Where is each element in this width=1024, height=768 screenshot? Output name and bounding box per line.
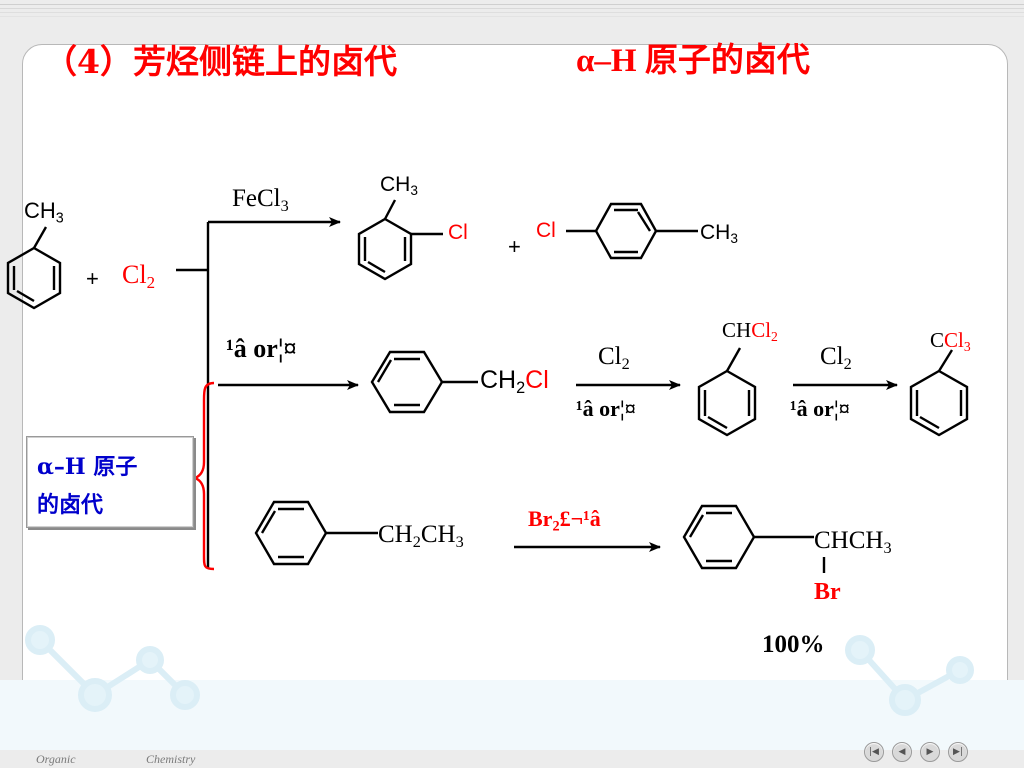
fecl3-reagent: FeCl3	[232, 185, 289, 215]
previous-slide-icon[interactable]: ◀	[892, 742, 912, 762]
alpha-callout-line2: 的卤代	[37, 492, 104, 518]
next-slide-icon[interactable]: ▶	[920, 742, 940, 762]
benzene-ring	[697, 347, 757, 437]
benzene-ring	[357, 199, 443, 281]
br2-light-reagent: Br2£¬¹â	[528, 506, 601, 535]
benzene-ring	[566, 202, 698, 260]
alpha-h-callout: α–H 原子 的卤代	[26, 436, 194, 528]
chcl2-label: CHCl2	[722, 318, 778, 345]
product2-ch3: CH3	[700, 221, 738, 247]
benzene-ring	[370, 350, 478, 414]
ch2cl-label: CH2Cl	[480, 366, 549, 397]
slide-subtitle: α–H 原子的卤代	[576, 43, 810, 79]
decorative-molecule-background	[0, 625, 1024, 750]
last-slide-icon[interactable]: ▶|	[948, 742, 968, 762]
header-stripe	[0, 16, 1024, 17]
cl2-label: Cl2	[122, 260, 156, 293]
cl2-reagent: Cl2	[598, 343, 630, 373]
header-stripe	[0, 4, 1024, 5]
benzene-ring	[6, 226, 62, 310]
header-stripe	[0, 12, 1024, 13]
light-or-heat-condition: ¹â or¦¤	[576, 396, 636, 421]
header-stripe	[0, 8, 1024, 9]
plus-sign: +	[86, 266, 99, 291]
alpha-callout-line1: α–H 原子	[37, 454, 138, 480]
ccl3-label: CCl3	[930, 328, 971, 355]
first-slide-icon[interactable]: |◀	[864, 742, 884, 762]
benzene-ring	[909, 349, 969, 437]
br-label: Br	[814, 579, 841, 605]
yield-label: 100%	[762, 631, 825, 658]
plus-sign: +	[508, 234, 521, 259]
ch3-label: CH3	[24, 198, 64, 227]
footer-chemistry: Chemistry	[146, 752, 196, 766]
product2-cl: Cl	[536, 219, 556, 242]
light-or-heat-condition: ¹â or¦¤	[790, 396, 850, 421]
product1-ch3: CH3	[380, 173, 418, 199]
product1-cl: Cl	[448, 221, 468, 244]
cl2-reagent: Cl2	[820, 343, 852, 373]
chch3-label: CHCH3	[814, 527, 892, 557]
light-or-heat-condition: ¹â or¦¤	[226, 334, 297, 363]
ethyl-label: CH2CH3	[378, 521, 464, 551]
benzene-ring	[254, 500, 378, 566]
red-brace	[191, 381, 215, 571]
footer-organic: Organic	[36, 752, 76, 766]
slide-title: （4）芳烃侧链上的卤代	[44, 42, 397, 81]
benzene-ring	[682, 504, 826, 573]
